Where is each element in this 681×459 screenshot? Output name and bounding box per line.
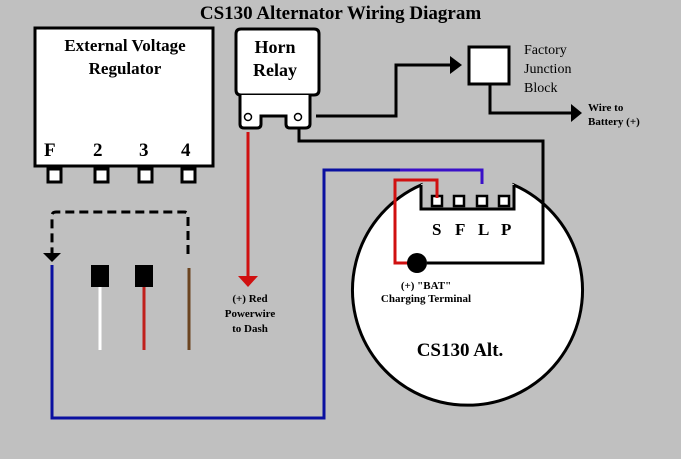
horn-relay-line1: Horn xyxy=(254,37,296,57)
horn-relay-body xyxy=(234,27,321,97)
battery-wire-label: Wire to Battery (+) xyxy=(588,101,640,129)
junction-block-line3: Block xyxy=(524,81,558,96)
junction-block-line1: Factory xyxy=(524,43,567,58)
relay-terminal-right xyxy=(293,112,303,122)
battery-arrowhead xyxy=(571,104,582,122)
dashed-jumper xyxy=(50,210,190,254)
horn-relay-label: Horn Relay xyxy=(232,36,318,82)
red-powerwire-arrowhead xyxy=(238,276,258,287)
battery-wire xyxy=(488,85,574,115)
relay-terminal-left xyxy=(243,112,253,122)
factory-junction-block xyxy=(467,45,511,86)
junction-block-label: Factory Junction Block xyxy=(524,41,571,98)
power-wire-line3: to Dash xyxy=(232,323,268,335)
junction-block-line2: Junction xyxy=(524,62,572,77)
horn-relay-line2: Relay xyxy=(253,60,297,80)
charging-terminal-label: Charging Terminal xyxy=(380,293,472,305)
alt-terminal-l: L xyxy=(478,220,490,239)
regulator-pin-4-socket xyxy=(180,167,197,184)
alt-terminal-p: P xyxy=(501,220,512,239)
regulator-pin-3: 3 xyxy=(139,140,149,161)
regulator-pin-2-socket xyxy=(93,167,110,184)
regulator-pin-4: 4 xyxy=(181,140,191,161)
connector-plug-white xyxy=(91,265,109,287)
bat-terminal-label: (+) "BAT" xyxy=(400,280,452,292)
black-bat-wire xyxy=(297,123,545,265)
alternator-name: CS130 Alt. xyxy=(416,340,504,361)
alternator-housing xyxy=(351,182,584,407)
regulator-pin-3-socket xyxy=(137,167,154,184)
regulator-title: External Voltage Regulator xyxy=(36,34,214,80)
dashed-jumper-arrowhead xyxy=(43,253,61,262)
junction-arrowhead xyxy=(450,56,462,74)
regulator-title-line2: Regulator xyxy=(88,59,162,78)
battery-wire-line1: Wire to xyxy=(588,102,624,114)
regulator-pin-f-socket xyxy=(46,167,63,184)
power-wire-label: (+) Red Powerwire to Dash xyxy=(210,292,290,337)
alt-pin-p xyxy=(497,194,511,208)
connector-plug-red xyxy=(135,265,153,287)
alt-terminal-s: S xyxy=(432,220,442,239)
alt-pin-l xyxy=(475,194,489,208)
regulator-title-line1: External Voltage xyxy=(64,36,186,55)
alt-terminal-f: F xyxy=(455,220,466,239)
horn-relay xyxy=(234,27,321,130)
power-wire-line1: (+) Red xyxy=(232,293,268,305)
relay-to-junction-wire xyxy=(316,63,452,118)
horn-relay-base xyxy=(238,95,312,130)
external-voltage-regulator xyxy=(33,26,215,168)
red-jumper-wire xyxy=(393,178,439,265)
bat-terminal xyxy=(407,253,427,273)
regulator-pin-f: F xyxy=(44,140,56,161)
regulator-body xyxy=(33,26,215,168)
power-wire-line2: Powerwire xyxy=(224,308,276,320)
regulator-pin-2: 2 xyxy=(93,140,103,161)
alt-pin-f xyxy=(452,194,466,208)
diagram-title: CS130 Alternator Wiring Diagram xyxy=(199,3,482,24)
battery-wire-line2: Battery (+) xyxy=(588,116,640,128)
